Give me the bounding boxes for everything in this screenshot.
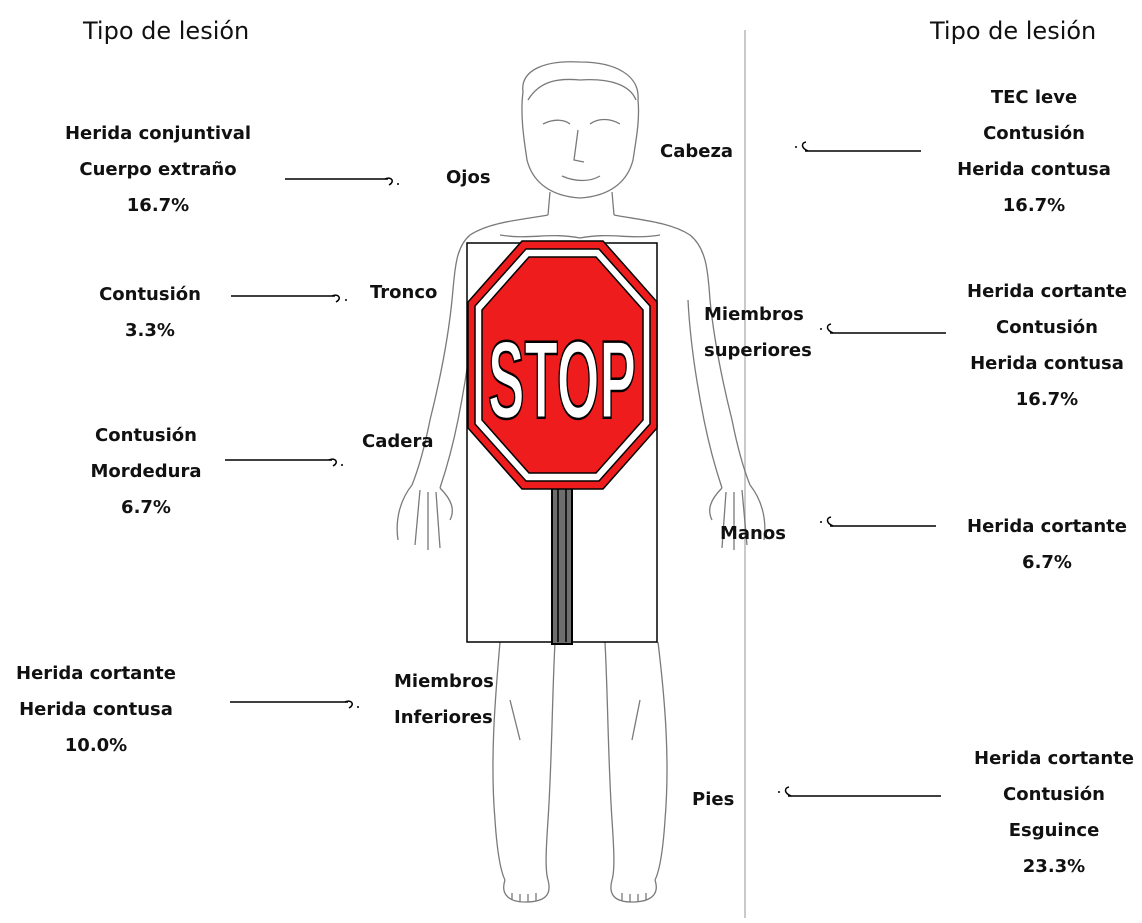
stop-sign-inner (481, 256, 644, 474)
percentage: 16.7% (1015, 389, 1079, 410)
injury-line: Contusión (99, 284, 201, 305)
header-right: Tipo de lesión (930, 17, 1097, 45)
left-connectors (225, 177, 393, 709)
injury-line: Herida contusa (19, 699, 173, 720)
injury-list-ojos: Herida conjuntival Cuerpo extraño 16.7% (65, 116, 251, 224)
injury-line: Herida contusa (970, 353, 1124, 374)
injury-line: Contusión (996, 317, 1098, 338)
percentage: 10.0% (64, 735, 128, 756)
percentage: 6.7% (121, 497, 171, 518)
percentage: 16.7% (1002, 195, 1066, 216)
injury-line: Herida contusa (957, 159, 1111, 180)
percentage: 3.3% (125, 320, 175, 341)
part-label-ojos: Ojos (446, 167, 491, 188)
injury-line: Contusión (983, 123, 1085, 144)
percentage: 16.7% (126, 195, 190, 216)
stop-sign-text: STOP (488, 319, 636, 442)
injury-list-cadera: Contusión Mordedura 6.7% (91, 418, 202, 526)
injury-line: Cuerpo extraño (79, 159, 237, 180)
percentage: 23.3% (1022, 856, 1086, 877)
injury-line: Herida cortante (967, 281, 1127, 302)
part-label-cabeza: Cabeza (660, 141, 734, 162)
injury-line: Contusión (1003, 784, 1105, 805)
percentage: 6.7% (1022, 552, 1072, 573)
injury-list-miembros-superiores: Herida cortante Contusión Herida contusa… (967, 274, 1127, 418)
part-label-cadera: Cadera (362, 431, 434, 452)
injury-line: Mordedura (90, 461, 202, 482)
part-label-miembros-superiores: Miembros superiores (704, 304, 812, 361)
injury-line: TEC leve (990, 87, 1078, 108)
part-label-tronco: Tronco (370, 282, 438, 303)
part-label-pies: Pies (692, 789, 735, 810)
injury-line: Herida cortante (16, 663, 176, 684)
injury-list-tronco: Contusión 3.3% (99, 277, 201, 349)
injury-line: Herida cortante (967, 516, 1127, 537)
sign-post (551, 483, 573, 645)
injury-list-cabeza: TEC leve Contusión Herida contusa 16.7% (957, 80, 1111, 224)
human-figure (396, 61, 766, 903)
injury-line: Esguince (1008, 820, 1100, 841)
part-label-manos: Manos (720, 523, 786, 544)
injury-list-miembros-inferiores: Herida cortante Herida contusa 10.0% (16, 656, 176, 764)
injury-list-pies: Herida cortante Contusión Esguince 23.3% (974, 741, 1134, 885)
injury-line: Herida conjuntival (64, 123, 252, 144)
header-left: Tipo de lesión (83, 17, 250, 45)
part-label-miembros-inferiores: Miembros Inferiores (394, 671, 494, 728)
injury-line: Contusión (95, 425, 197, 446)
injury-list-manos: Herida cortante 6.7% (967, 509, 1127, 581)
injury-line: Herida cortante (974, 748, 1134, 769)
right-connectors (784, 141, 946, 797)
